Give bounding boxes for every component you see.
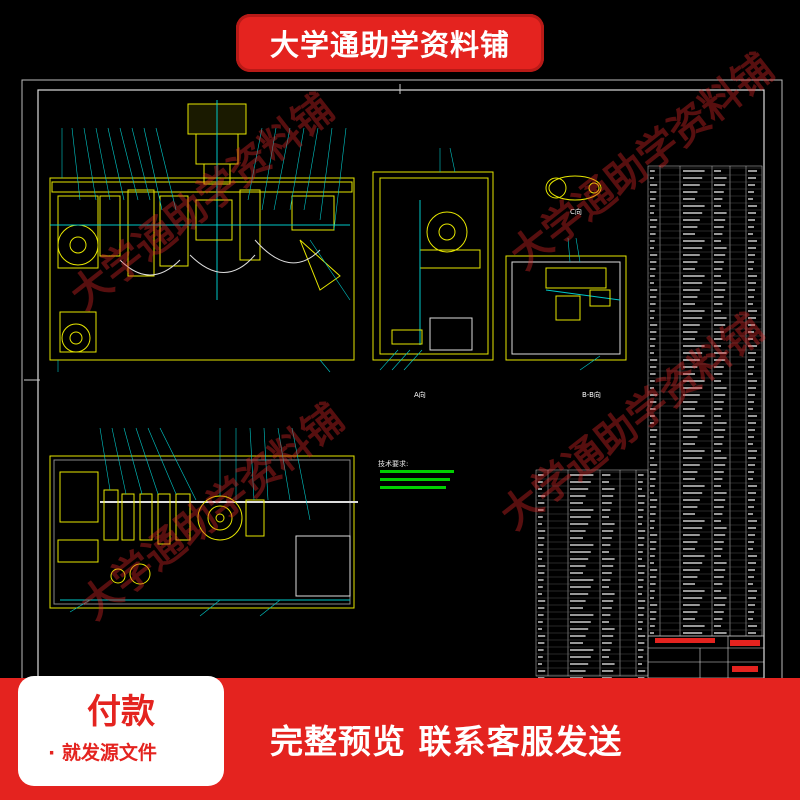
bom-right-rows (648, 167, 762, 634)
leader-lines-top (57, 127, 351, 373)
preview-text: 完整预览 联系客服发送 (270, 722, 623, 761)
svg-text:B-B向: B-B向 (582, 390, 601, 399)
svg-text:C向: C向 (570, 207, 582, 216)
plan-view (49, 455, 358, 609)
bom-table-left (535, 469, 649, 677)
svg-text:A向: A向 (414, 390, 426, 399)
shop-banner: 大学通助学资料铺 (236, 14, 544, 72)
pay-subtext: · 就发源文件 (48, 742, 157, 764)
pay-card[interactable]: 付款 · 就发源文件 (18, 676, 224, 786)
pay-label: 付款 (87, 692, 155, 732)
bom-table-right (647, 165, 763, 637)
view-c (545, 175, 602, 201)
main-view (49, 100, 355, 361)
tech-notes-title: 技术要求: (378, 460, 409, 468)
view-bb (505, 255, 627, 361)
view-a (372, 171, 494, 361)
